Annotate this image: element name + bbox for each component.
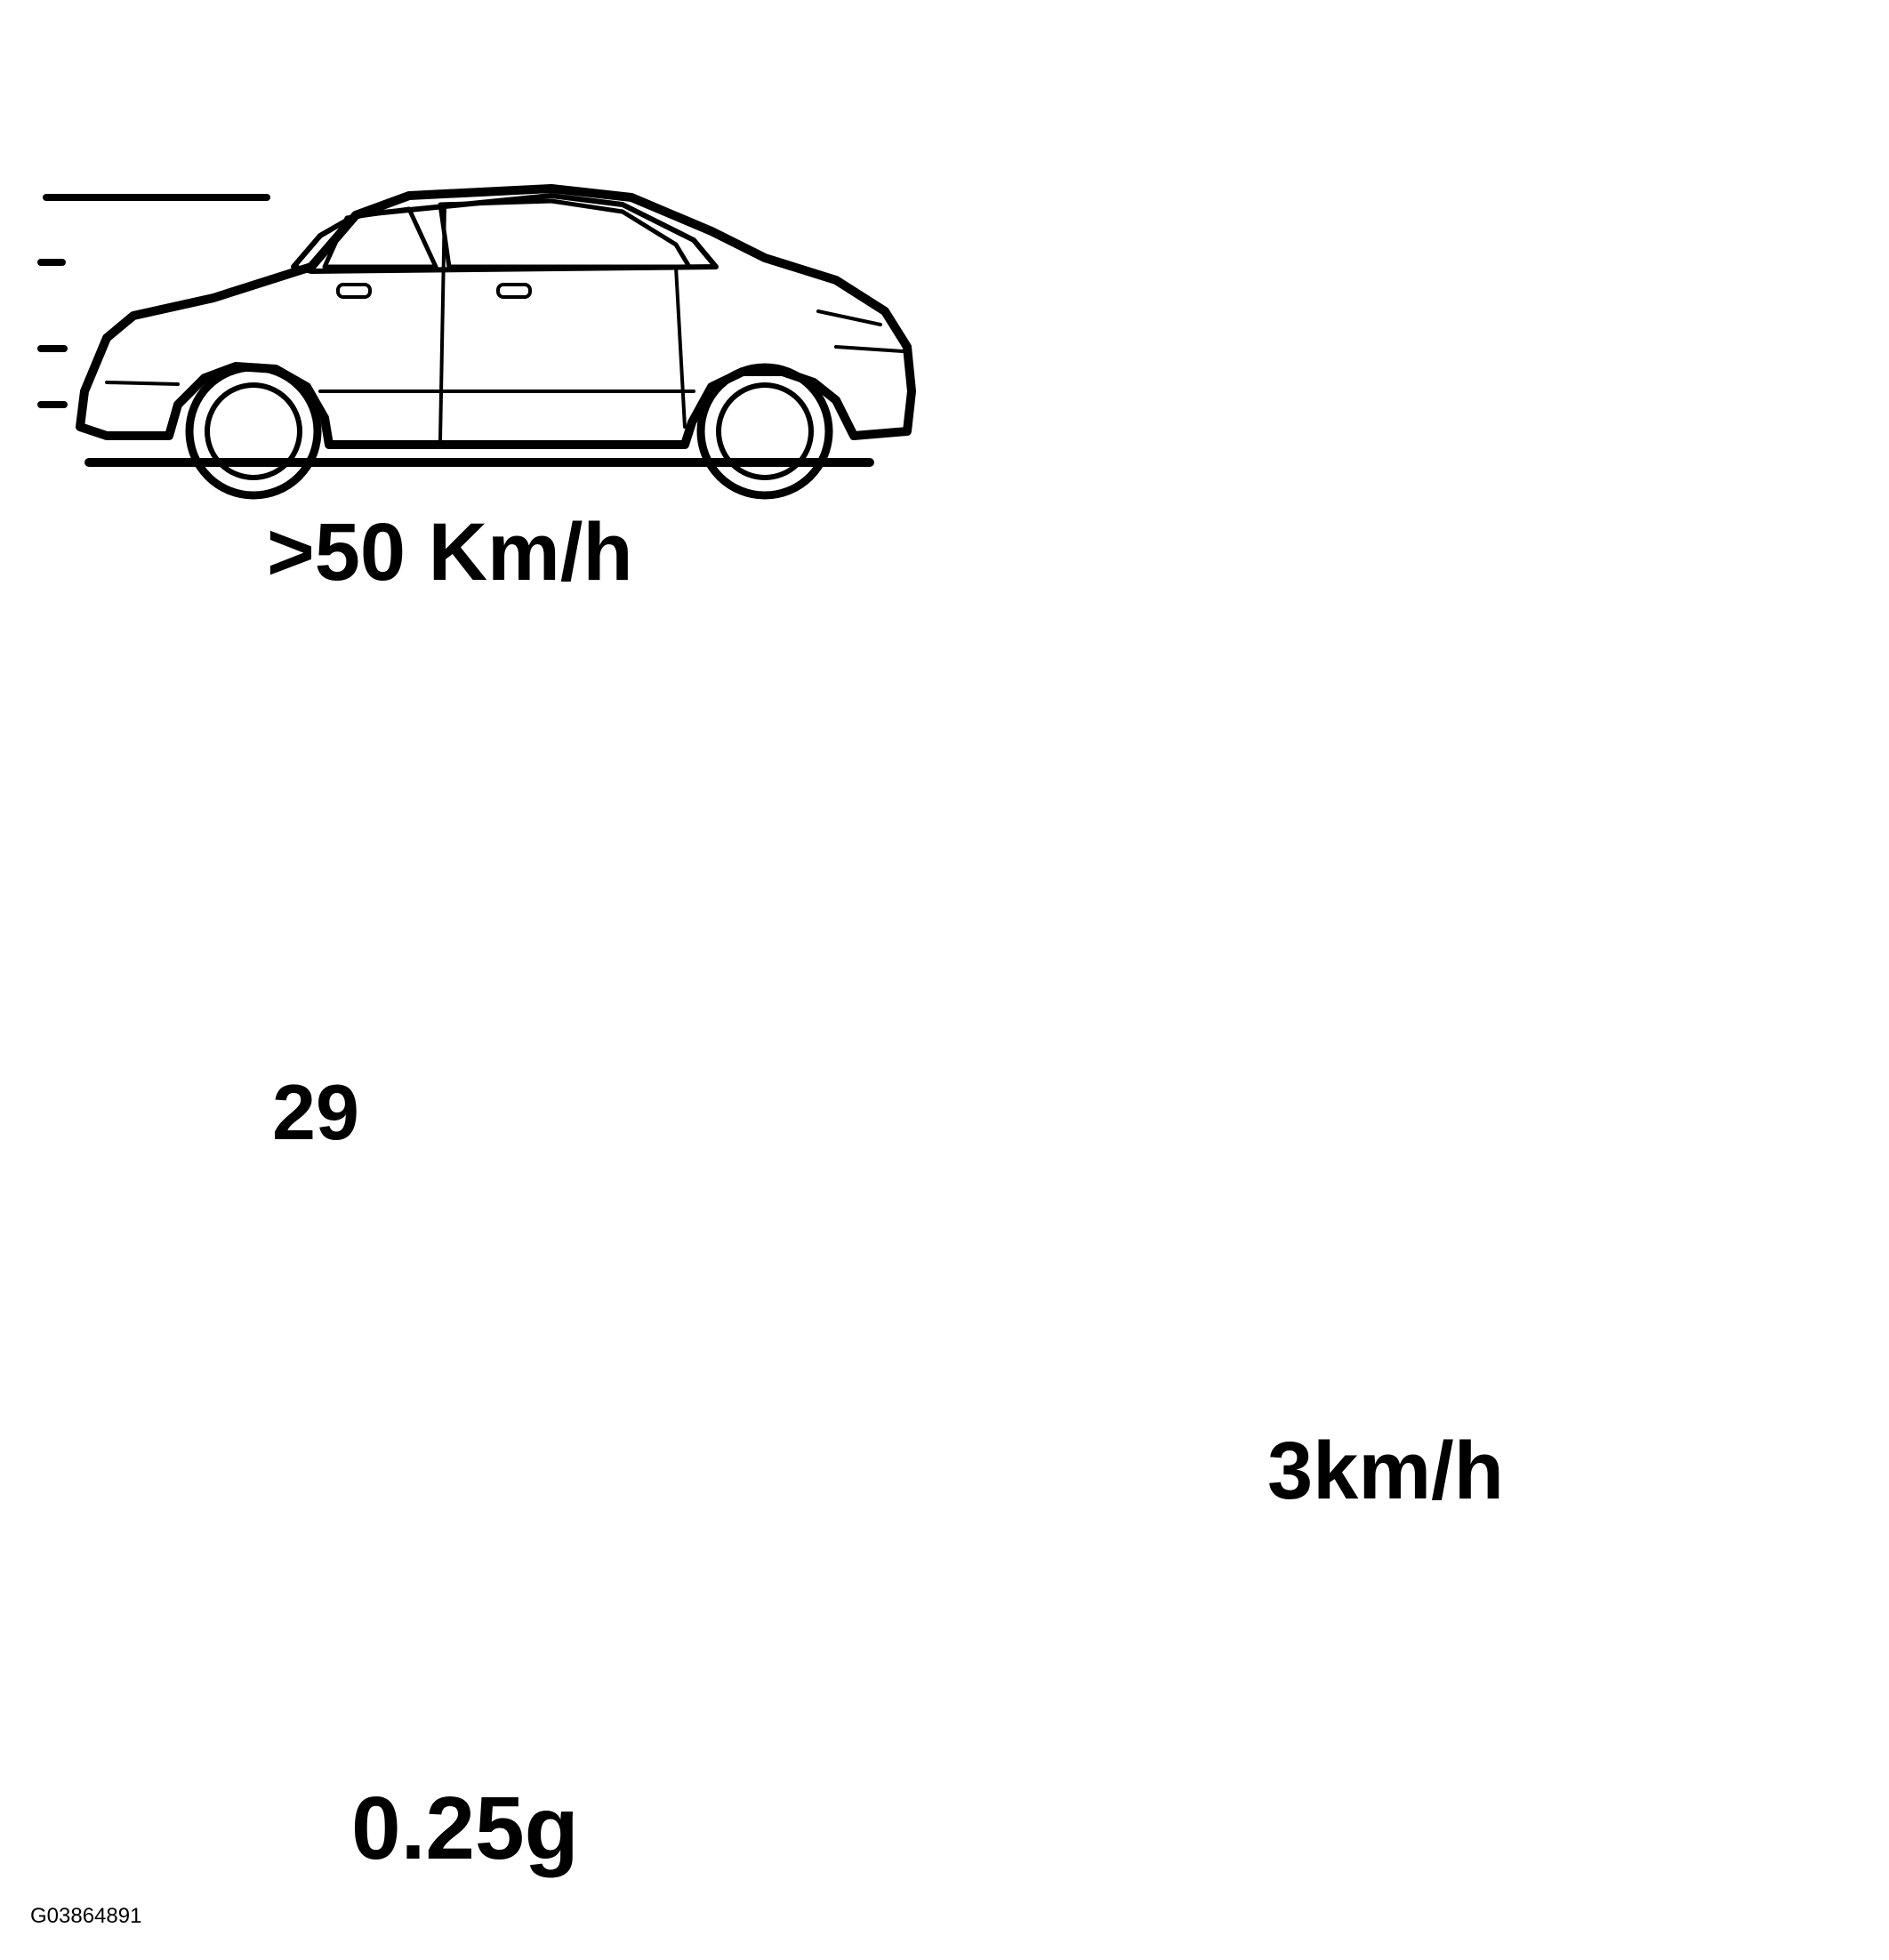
wheel-speed-difference-label: 3km/h xyxy=(1267,1426,1504,1516)
moving-car-side-icon xyxy=(37,189,912,495)
deceleration-condition-label: 0.25g xyxy=(351,1779,579,1878)
brake-switch-reference-number: 29 xyxy=(272,1068,359,1156)
figure-code: G03864891 xyxy=(30,1904,142,1928)
speed-condition-label: >50 Km/h xyxy=(267,507,633,598)
